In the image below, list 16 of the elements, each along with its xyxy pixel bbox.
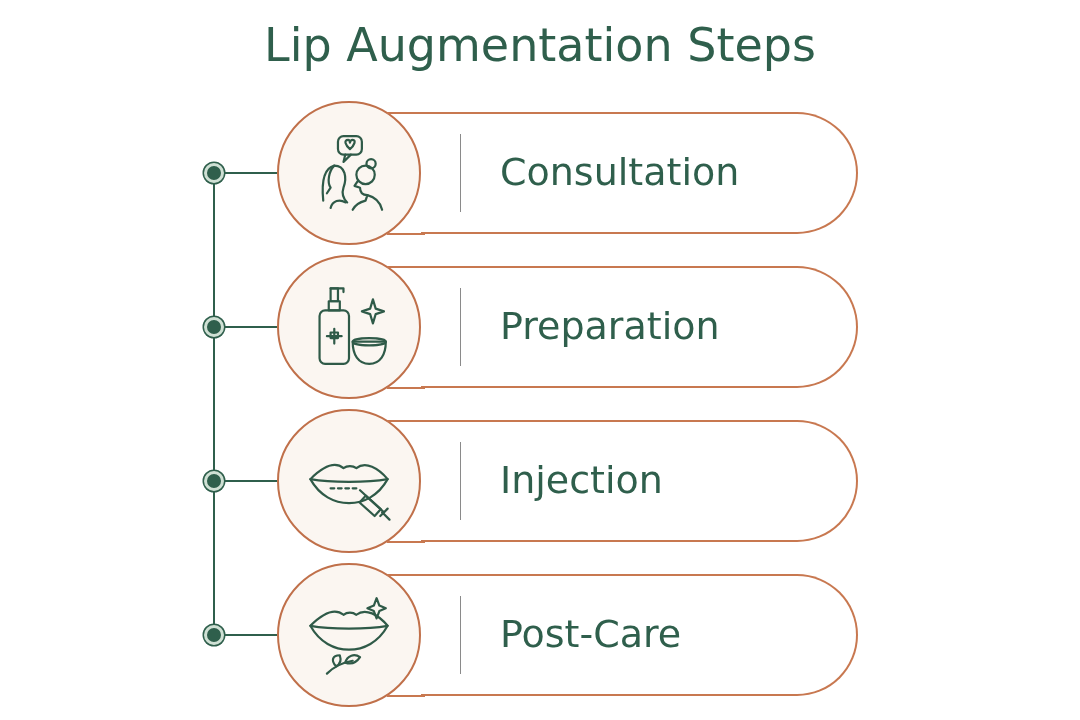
connector-line bbox=[223, 172, 278, 174]
timeline-dot bbox=[204, 163, 224, 183]
step-label: Consultation bbox=[500, 150, 740, 194]
connector-line bbox=[213, 182, 215, 318]
step-label: Injection bbox=[500, 458, 663, 502]
timeline-dot bbox=[204, 625, 224, 645]
connector-line bbox=[223, 634, 278, 636]
step-label: Post-Care bbox=[500, 612, 682, 656]
timeline-dot bbox=[204, 317, 224, 337]
step-label: Preparation bbox=[500, 304, 720, 348]
connector-line bbox=[223, 480, 278, 482]
timeline-dot bbox=[204, 471, 224, 491]
connector-line bbox=[213, 490, 215, 626]
connector-line bbox=[213, 336, 215, 472]
connector-line bbox=[223, 326, 278, 328]
diagram-title: Lip Augmentation Steps bbox=[263, 18, 817, 72]
